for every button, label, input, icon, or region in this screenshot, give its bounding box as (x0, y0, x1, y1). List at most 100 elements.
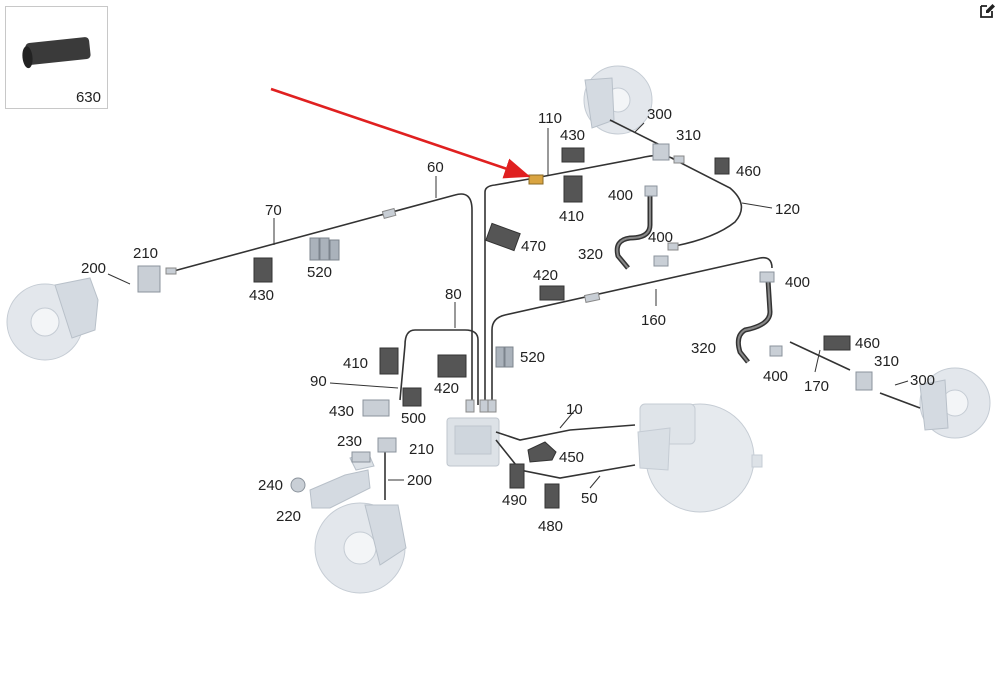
label-520-b: 520 (520, 349, 545, 366)
part-labels: 200 210 70 430 520 60 110 430 410 470 42… (81, 106, 935, 535)
label-300-a: 300 (647, 106, 672, 123)
part-410-a (563, 175, 583, 203)
edit-icon[interactable] (978, 2, 996, 20)
label-520-a: 520 (307, 264, 332, 281)
label-400-c: 400 (785, 274, 810, 291)
label-460-a: 460 (736, 163, 761, 180)
label-400-b: 400 (648, 229, 673, 246)
part-430-b (561, 147, 585, 163)
brake-line-front-right (609, 119, 661, 146)
brake-disc-front-left[interactable] (6, 277, 99, 361)
hose-320-front (614, 196, 653, 270)
part-400-a (644, 185, 658, 197)
part-210-front (137, 265, 161, 293)
label-410-b: 410 (343, 355, 368, 372)
brake-line-80 (399, 329, 479, 405)
part-480 (544, 483, 560, 509)
label-300-b: 300 (910, 372, 935, 389)
label-460-b: 460 (855, 335, 880, 352)
part-240 (290, 477, 306, 493)
label-120: 120 (775, 201, 800, 218)
label-210-front: 210 (133, 245, 158, 262)
label-310-b: 310 (874, 353, 899, 370)
label-320-b: 320 (691, 340, 716, 357)
small-parts[interactable] (137, 143, 873, 509)
brake-hoses (614, 196, 773, 364)
label-400-a: 400 (608, 187, 633, 204)
label-430-c: 430 (329, 403, 354, 420)
label-430-a: 430 (249, 287, 274, 304)
brake-line-170 (789, 341, 851, 371)
brake-disc-front-right[interactable] (583, 65, 653, 135)
part-430-c (362, 399, 390, 417)
label-10: 10 (566, 401, 583, 418)
fittings (165, 155, 685, 413)
label-400-d: 400 (763, 368, 788, 385)
label-480: 480 (538, 518, 563, 535)
label-220: 220 (276, 508, 301, 525)
part-470 (485, 222, 521, 252)
hose-cores (616, 196, 772, 363)
label-90: 90 (310, 373, 327, 390)
label-430-b: 430 (560, 127, 585, 144)
part-490 (509, 463, 525, 489)
part-420-b (437, 354, 467, 378)
part-520-b (495, 346, 514, 368)
label-470: 470 (521, 238, 546, 255)
fitting-110[interactable] (528, 174, 544, 185)
part-410-b (379, 347, 399, 375)
part-400-b (653, 255, 669, 267)
sleeve-icon (22, 37, 91, 69)
brake-line-10 (495, 424, 636, 441)
label-450: 450 (559, 449, 584, 466)
brake-line-60 (169, 193, 473, 405)
part-400-c (759, 271, 775, 283)
label-210-rear: 210 (409, 441, 434, 458)
part-500 (402, 387, 422, 407)
leader-lines (107, 122, 909, 489)
label-240: 240 (258, 477, 283, 494)
label-200-front: 200 (81, 260, 106, 277)
part-210-rear (377, 437, 397, 453)
brake-lines (169, 119, 921, 500)
brake-line-50 (495, 439, 636, 479)
label-320-a: 320 (578, 246, 603, 263)
pencil-square-icon (980, 4, 995, 18)
label-60: 60 (427, 159, 444, 176)
label-50: 50 (581, 490, 598, 507)
label-420-a: 420 (533, 267, 558, 284)
part-520-a (309, 237, 340, 261)
brake-disc-rear-left[interactable] (314, 502, 407, 594)
label-310-a: 310 (676, 127, 701, 144)
brake-line-rear-right (879, 392, 921, 409)
part-460-a (714, 157, 730, 175)
label-230: 230 (337, 433, 362, 450)
part-310-b (855, 371, 873, 391)
part-450 (527, 441, 557, 463)
highlight-arrow (270, 87, 531, 179)
thumbnail-label: 630 (75, 89, 101, 106)
brake-booster[interactable] (637, 403, 763, 513)
brake-disc-rear-right[interactable] (919, 367, 991, 439)
part-460-b (823, 335, 851, 351)
label-490: 490 (502, 492, 527, 509)
abs-hydraulic-unit[interactable] (446, 417, 500, 467)
brake-line-160 (491, 256, 773, 405)
label-410-a: 410 (559, 208, 584, 225)
label-420-b: 420 (434, 380, 459, 397)
label-200-rear: 200 (407, 472, 432, 489)
part-310-a (652, 143, 670, 161)
label-70: 70 (265, 202, 282, 219)
part-430-a (253, 257, 273, 283)
part-420-a (539, 285, 565, 301)
label-80: 80 (445, 286, 462, 303)
label-170: 170 (804, 378, 829, 395)
part-230 (351, 451, 371, 463)
label-110: 110 (538, 110, 562, 127)
part-400-d (769, 345, 783, 357)
label-160: 160 (641, 312, 666, 329)
label-500: 500 (401, 410, 426, 427)
part-thumbnail-630[interactable]: 630 (5, 6, 108, 109)
